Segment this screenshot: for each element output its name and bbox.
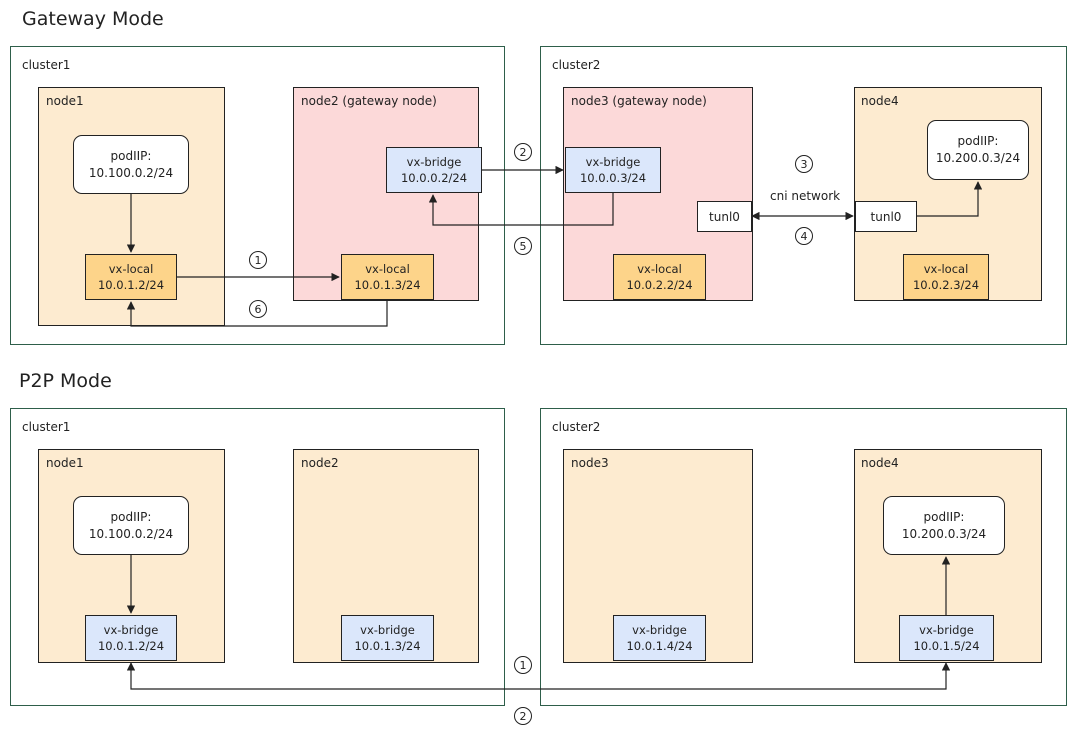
gateway-node4-tunl0: tunl0 xyxy=(855,201,917,232)
arrow-g-step5 xyxy=(428,193,614,226)
gateway-node4-label: node4 xyxy=(861,94,899,108)
gateway-node3-vx-local: vx-local 10.0.2.2/24 xyxy=(613,254,706,300)
gateway-mode-title: Gateway Mode xyxy=(22,8,164,30)
vx-local-name: vx-local xyxy=(365,262,410,276)
gateway-node1-label: node1 xyxy=(46,94,84,108)
p2p-step-2: 2 xyxy=(514,707,532,725)
gateway-node4-pod: podIIP: 10.200.0.3/24 xyxy=(927,120,1029,180)
vx-bridge-ip: 10.0.0.3/24 xyxy=(579,171,647,185)
vx-bridge-ip: 10.0.1.5/24 xyxy=(913,639,980,653)
pod-label: podIIP: xyxy=(110,509,152,524)
tunl-label: tunl0 xyxy=(870,209,902,224)
gateway-step-6: 6 xyxy=(249,300,267,318)
p2p-node4-pod: podIIP: 10.200.0.3/24 xyxy=(883,496,1005,555)
gateway-step-2: 2 xyxy=(514,143,532,161)
gateway-cluster2-label: cluster2 xyxy=(552,58,601,72)
vx-local-ip: 10.0.1.2/24 xyxy=(97,278,165,292)
p2p-node3-label: node3 xyxy=(571,456,609,470)
vx-bridge-ip: 10.0.1.4/24 xyxy=(626,639,693,653)
vx-local-ip: 10.0.2.3/24 xyxy=(912,278,980,292)
p2p-mode-title: P2P Mode xyxy=(19,370,112,392)
p2p-node1-pod: podIIP: 10.100.0.2/24 xyxy=(73,496,189,555)
gateway-node3-vx-bridge: vx-bridge 10.0.0.3/24 xyxy=(565,147,661,193)
gateway-node3-label: node3 (gateway node) xyxy=(571,94,707,108)
arrow-p-bridge-link xyxy=(126,662,951,690)
p2p-node3-vx-bridge: vx-bridge 10.0.1.4/24 xyxy=(613,615,706,661)
pod-label: podIIP: xyxy=(110,148,152,163)
gateway-node3-tunl0: tunl0 xyxy=(697,201,752,232)
pod-label: podIIP: xyxy=(957,134,999,148)
arrow-g-step6 xyxy=(126,300,388,327)
pod-label: podIIP: xyxy=(923,509,965,524)
p2p-cluster1-label: cluster1 xyxy=(22,420,71,434)
arrow-g-tunl-to-pod xyxy=(917,181,983,217)
gateway-node1-pod: podIIP: 10.100.0.2/24 xyxy=(73,135,189,194)
pod-ip: 10.200.0.3/24 xyxy=(901,526,987,541)
gateway-node1-vx-local: vx-local 10.0.1.2/24 xyxy=(85,254,177,300)
gateway-step-5: 5 xyxy=(514,237,532,255)
tunl-label: tunl0 xyxy=(709,209,740,224)
vx-local-ip: 10.0.1.3/24 xyxy=(354,278,421,292)
gateway-step-3: 3 xyxy=(795,155,813,173)
p2p-node4-label: node4 xyxy=(861,456,899,470)
p2p-node1-label: node1 xyxy=(46,456,84,470)
vx-local-name: vx-local xyxy=(923,262,969,276)
gateway-cluster1-label: cluster1 xyxy=(22,58,71,72)
vx-local-ip: 10.0.2.2/24 xyxy=(626,278,693,292)
gateway-step-4: 4 xyxy=(795,227,813,245)
vx-bridge-ip: 10.0.1.3/24 xyxy=(354,639,421,653)
p2p-node2-label: node2 xyxy=(301,456,339,470)
vx-bridge-ip: 10.0.0.2/24 xyxy=(400,171,468,185)
gateway-node2-vx-bridge: vx-bridge 10.0.0.2/24 xyxy=(386,147,482,193)
p2p-node1-vx-bridge: vx-bridge 10.0.1.2/24 xyxy=(85,615,177,661)
pod-ip: 10.100.0.2/24 xyxy=(88,526,174,541)
cni-network-label: cni network xyxy=(770,189,841,203)
vx-bridge-name: vx-bridge xyxy=(632,623,687,637)
vx-bridge-name: vx-bridge xyxy=(360,623,415,637)
vx-local-name: vx-local xyxy=(637,262,682,276)
vx-bridge-name: vx-bridge xyxy=(406,155,462,169)
pod-ip: 10.200.0.3/24 xyxy=(935,151,1021,165)
gateway-node4-vx-local: vx-local 10.0.2.3/24 xyxy=(903,254,989,300)
vx-bridge-ip: 10.0.1.2/24 xyxy=(97,639,165,653)
p2p-node2-vx-bridge: vx-bridge 10.0.1.3/24 xyxy=(341,615,434,661)
p2p-cluster2-label: cluster2 xyxy=(552,420,601,434)
gateway-node2-label: node2 (gateway node) xyxy=(301,94,437,108)
vx-bridge-name: vx-bridge xyxy=(919,623,974,637)
vx-bridge-name: vx-bridge xyxy=(585,155,641,169)
vx-bridge-name: vx-bridge xyxy=(103,623,159,637)
vx-local-name: vx-local xyxy=(108,262,154,276)
pod-ip: 10.100.0.2/24 xyxy=(88,165,174,180)
gateway-step-1: 1 xyxy=(249,251,267,269)
p2p-node4-vx-bridge: vx-bridge 10.0.1.5/24 xyxy=(899,615,994,661)
gateway-node2-vx-local: vx-local 10.0.1.3/24 xyxy=(341,254,434,300)
